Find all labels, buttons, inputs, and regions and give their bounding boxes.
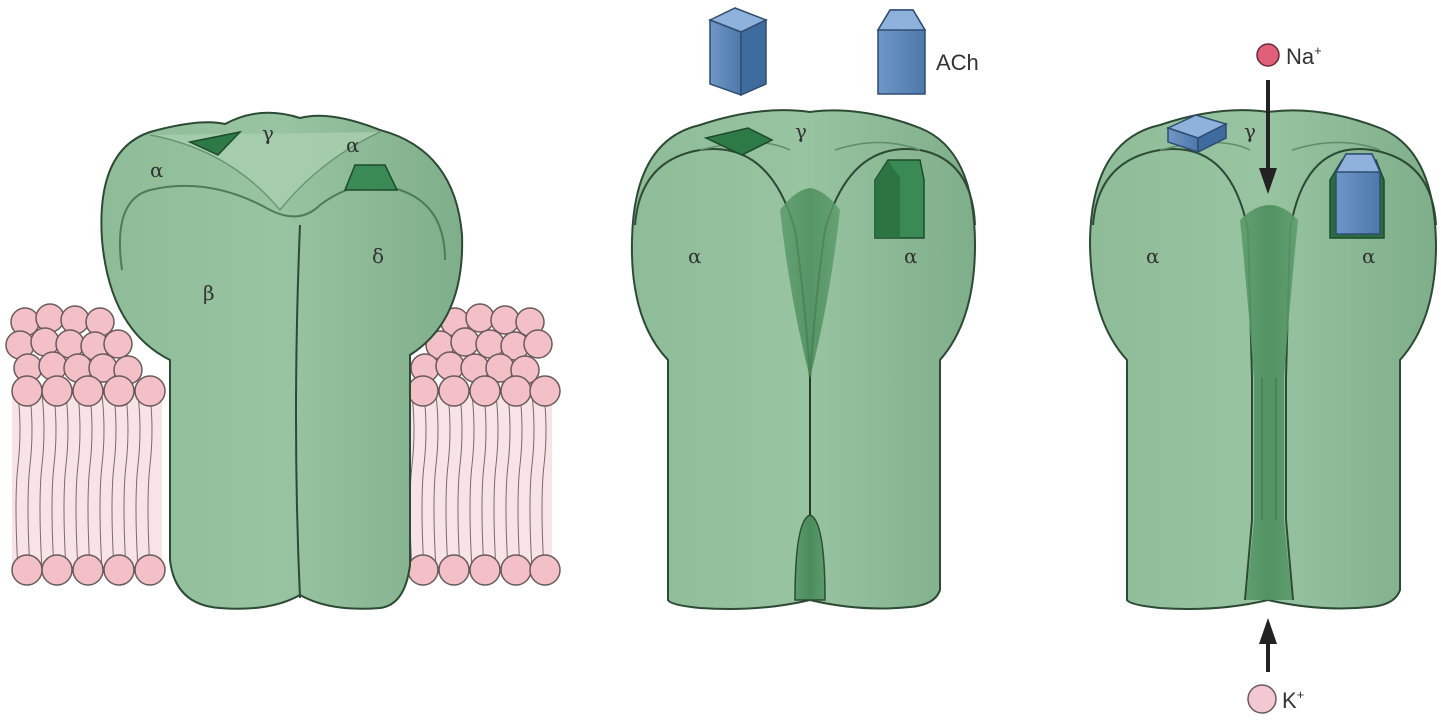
outflow-arrowhead-icon	[1259, 618, 1277, 644]
panel-binding: ACh γ α α	[632, 8, 979, 609]
potassium-ion-icon	[1248, 685, 1276, 713]
label-beta: β	[203, 281, 215, 305]
label-alpha-right: α	[346, 133, 360, 157]
ach-molecule-right	[878, 10, 925, 94]
label-alpha-right: α	[1362, 244, 1376, 268]
receptor-open	[1090, 110, 1436, 609]
receptor-cutaway	[632, 110, 975, 609]
label-alpha-left: α	[1146, 244, 1160, 268]
label-delta: δ	[372, 244, 384, 268]
label-gamma: γ	[1244, 119, 1256, 143]
label-gamma: γ	[795, 119, 807, 143]
panel-closed: α γ α β δ	[6, 113, 560, 609]
label-gamma: γ	[262, 121, 274, 145]
panel-open: γ α α Na+ K+	[1090, 43, 1436, 713]
ach-bound-right	[1336, 154, 1380, 234]
sodium-ion-icon	[1257, 44, 1279, 66]
label-alpha-left: α	[150, 158, 164, 182]
lipid-tail-region	[392, 392, 552, 570]
ach-molecule-left	[710, 8, 766, 95]
label-alpha-left: α	[688, 244, 702, 268]
membrane-left	[6, 304, 165, 585]
ach-label: ACh	[936, 50, 979, 75]
sodium-label: Na+	[1286, 43, 1322, 69]
potassium-label: K+	[1282, 687, 1304, 713]
label-alpha-right: α	[904, 244, 918, 268]
